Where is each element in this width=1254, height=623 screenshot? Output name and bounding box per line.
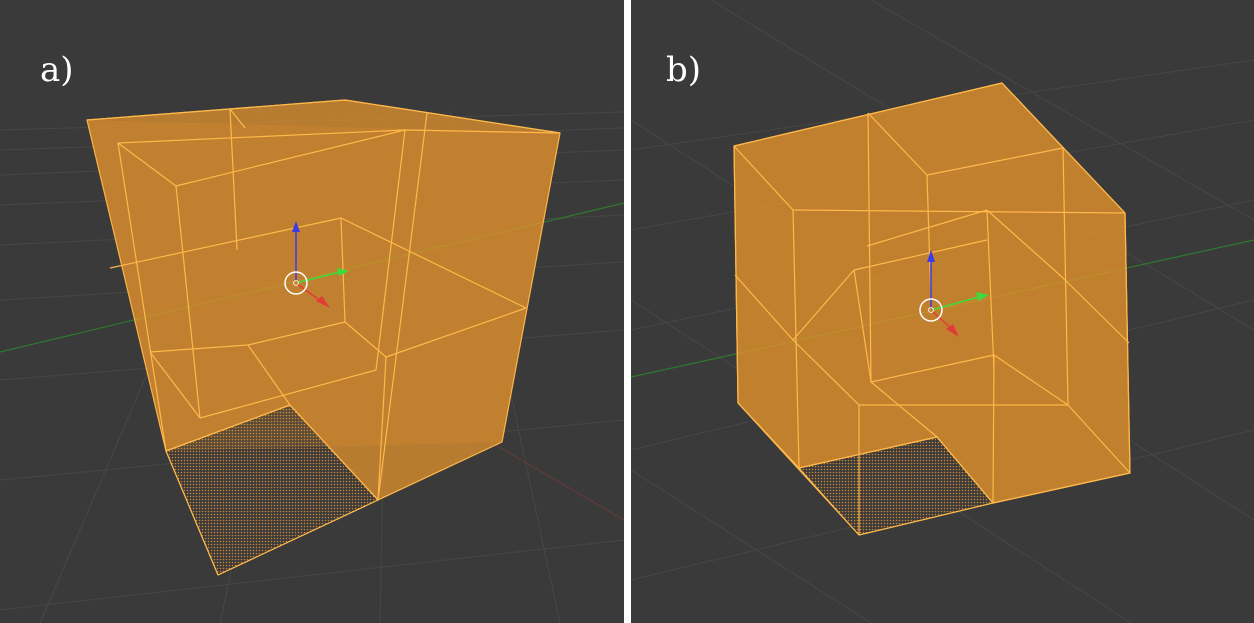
panel-label: a) (40, 50, 74, 90)
panel-label: b) (666, 50, 702, 90)
object-origin-icon (284, 271, 308, 295)
object-origin-icon (919, 298, 943, 322)
viewport-a-canvas[interactable] (0, 0, 624, 623)
transform-gizmo-icon[interactable] (284, 221, 349, 308)
viewport-a[interactable]: a) (0, 0, 624, 623)
viewport-b[interactable]: b) (631, 0, 1254, 623)
cube-mesh[interactable] (733, 82, 1131, 536)
transform-gizmo-icon[interactable] (919, 250, 989, 337)
viewport-b-canvas[interactable] (631, 0, 1254, 623)
